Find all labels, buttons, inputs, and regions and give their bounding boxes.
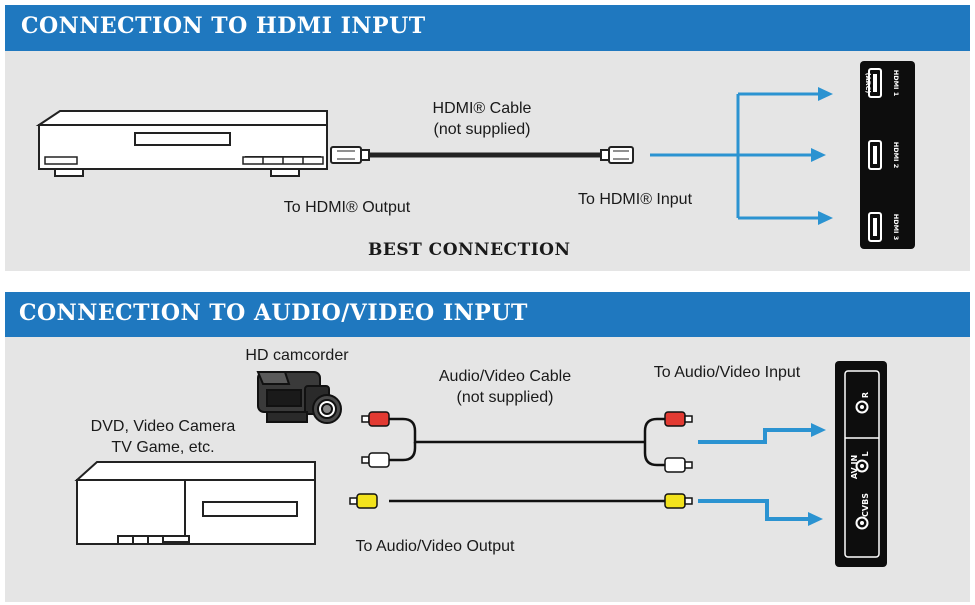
tv-hdmi-panel-icon: [860, 61, 915, 249]
dvd-device-label: DVD, Video Camera TV Game, etc.: [83, 416, 243, 458]
dvd-player-icon: [74, 461, 316, 545]
av-cable-icon: [349, 411, 693, 509]
hdmi-cable-icon: [330, 146, 634, 164]
hdmi-output-label: To HDMI® Output: [283, 199, 411, 216]
av-cable-label: Audio/Video Cable (not supplied): [420, 366, 590, 408]
hdmi-diagram: (ARC) HDMI 1 HDMI 2 HDMI 3: [35, 61, 915, 249]
disc-player-icon: [35, 110, 328, 177]
av-input-label: To Audio/Video Input: [653, 364, 801, 381]
av-port-cvbs-label: CVBS: [861, 493, 870, 517]
av-arrowheads: [808, 423, 826, 526]
av-diagram: R L CVBS AV IN: [74, 361, 887, 567]
tv-av-panel-icon: [835, 361, 887, 567]
dvd-device-label-line1: DVD, Video Camera: [90, 418, 236, 435]
dvd-device-label-line2: TV Game, etc.: [111, 439, 215, 456]
av-signal-arrows: [698, 428, 813, 521]
av-in-label: AV IN: [850, 455, 859, 479]
hdmi-connection-panel: CONNECTION TO HDMI INPUT: [5, 5, 970, 271]
hdmi-input-label: To HDMI® Input: [577, 191, 693, 208]
hdmi-section-title: CONNECTION TO HDMI INPUT: [5, 5, 970, 51]
av-cable-label-line2: (not supplied): [456, 389, 554, 406]
camcorder-icon: [256, 371, 342, 424]
av-section-title: CONNECTION TO AUDIO/VIDEO INPUT: [5, 292, 970, 337]
av-port-r-label: R: [861, 392, 870, 398]
av-cable-label-line1: Audio/Video Cable: [438, 368, 572, 385]
hdmi-cable-label-line1: HDMI® Cable: [432, 100, 532, 117]
av-connection-panel: CONNECTION TO AUDIO/VIDEO INPUT: [5, 292, 970, 602]
hdmi-arrowheads: [811, 87, 833, 225]
hdmi-port-2-label: HDMI 2: [892, 142, 900, 169]
hdmi-signal-arrows: [650, 92, 820, 220]
hdmi-cable-label-line2: (not supplied): [433, 121, 531, 138]
hdmi-port-1-label: HDMI 1: [892, 70, 900, 97]
hdmi-cable-label: HDMI® Cable (not supplied): [412, 98, 552, 140]
camcorder-label: HD camcorder: [245, 347, 349, 364]
av-port-l-label: L: [861, 451, 870, 456]
hdmi-port-3-label: HDMI 3: [892, 214, 900, 241]
best-connection-label: BEST CONNECTION: [368, 240, 571, 260]
hdmi-arc-label: (ARC): [864, 73, 872, 94]
av-output-label: To Audio/Video Output: [355, 538, 515, 555]
